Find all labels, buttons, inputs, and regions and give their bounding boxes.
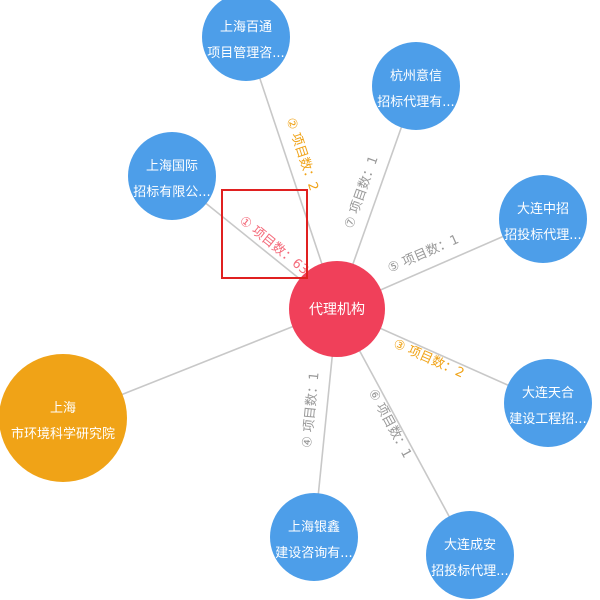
edge-label-dalian-tianhe: ③ 项目数：2 <box>391 337 467 382</box>
edge-label-shanghai-yinxin: ④ 项目数：1 <box>300 371 323 448</box>
node-line1-shanghai-yinxin: 上海银鑫 <box>288 519 340 535</box>
node-circle-shanghai-guoji[interactable] <box>128 132 216 220</box>
node-dalian-chengan[interactable]: 大连成安招投标代理... <box>426 511 514 599</box>
node-circle-dalian-chengan[interactable] <box>426 511 514 599</box>
node-dalian-zhongzhao[interactable]: 大连中招招投标代理... <box>499 175 587 263</box>
node-shanghai-yinxin[interactable]: 上海银鑫建设咨询有... <box>270 493 358 581</box>
edge-label-dalian-chengan: ⑥ 项目数：1 <box>365 387 414 461</box>
node-line1-shanghai-baitong: 上海百通 <box>220 20 272 35</box>
node-circle-dalian-zhongzhao[interactable] <box>499 175 587 263</box>
node-line1-shanghai-guoji: 上海国际 <box>146 159 198 174</box>
node-dalian-tianhe[interactable]: 大连天合建设工程招... <box>504 359 592 447</box>
node-line2-shanghai-baitong: 项目管理咨... <box>207 46 284 61</box>
selection-highlight-box <box>221 189 308 279</box>
center-node[interactable]: 代理机构 <box>289 261 385 357</box>
node-circle-hangzhou-yixin[interactable] <box>372 42 460 130</box>
edge-label-hangzhou-yixin: ⑦ 项目数：1 <box>342 154 382 231</box>
center-node-label: 代理机构 <box>309 302 365 318</box>
node-circle-shanghai-baitong[interactable] <box>202 0 290 81</box>
node-circle-shanghai-huanke[interactable] <box>0 354 127 482</box>
node-circle-dalian-tianhe[interactable] <box>504 359 592 447</box>
node-line2-dalian-chengan: 招投标代理... <box>431 563 508 579</box>
node-line2-shanghai-guoji: 招标有限公... <box>133 185 210 200</box>
node-hangzhou-yixin[interactable]: 杭州意信招标代理有... <box>372 42 460 130</box>
node-line2-dalian-zhongzhao: 招投标代理... <box>504 227 581 243</box>
node-line2-hangzhou-yixin: 招标代理有... <box>377 95 454 110</box>
node-line1-hangzhou-yixin: 杭州意信 <box>390 68 442 84</box>
node-line2-shanghai-yinxin: 建设咨询有... <box>275 546 352 561</box>
node-shanghai-baitong[interactable]: 上海百通项目管理咨... <box>202 0 290 81</box>
center-node-circle[interactable] <box>289 261 385 357</box>
node-line1-dalian-tianhe: 大连天合 <box>522 385 574 401</box>
node-line2-dalian-tianhe: 建设工程招... <box>509 412 586 427</box>
node-shanghai-guoji[interactable]: 上海国际招标有限公... <box>128 132 216 220</box>
node-line1-dalian-zhongzhao: 大连中招 <box>517 201 569 217</box>
node-line1-dalian-chengan: 大连成安 <box>444 537 496 553</box>
node-line1-shanghai-huanke: 上海 <box>50 401 76 416</box>
node-line2-shanghai-huanke: 市环境科学研究院 <box>11 426 115 442</box>
node-circle-shanghai-yinxin[interactable] <box>270 493 358 581</box>
edge-label-dalian-zhongzhao: ⑤ 项目数：1 <box>386 232 462 276</box>
edge-label-shanghai-baitong: ② 项目数：2 <box>282 116 320 193</box>
